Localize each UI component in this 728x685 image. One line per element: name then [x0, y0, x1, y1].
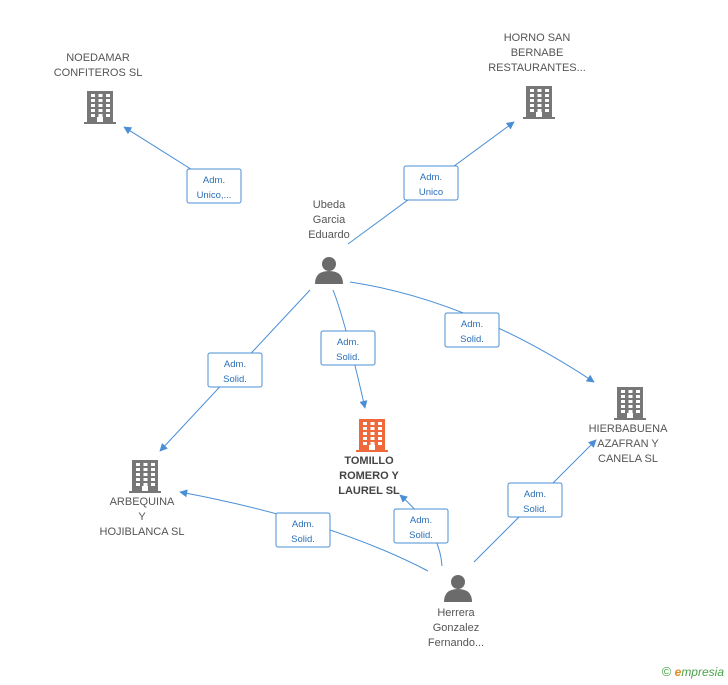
node-label: Fernando... [428, 637, 484, 649]
edge-label-text: Adm. [461, 319, 483, 330]
edge-label-text: Unico [419, 187, 443, 198]
edge-label-text: Solid. [336, 352, 360, 363]
person-icon [315, 257, 343, 284]
node-label: RESTAURANTES... [488, 62, 586, 74]
nodes-layer: NOEDAMAR CONFITEROS SL HORNO SAN BERNABE RES… [54, 32, 668, 649]
edge-label-text: Unico,... [197, 190, 232, 201]
node-label: Garcia [313, 214, 346, 226]
node-label: Eduardo [308, 229, 350, 241]
edge-label[interactable]: Adm. Solid. [275, 512, 331, 548]
node-herrera[interactable]: HerreraGonzalezFernando... [428, 575, 484, 649]
edge-label-text: Adm. [224, 359, 246, 370]
node-label: HORNO SAN [504, 32, 571, 44]
edge-label-text: Solid. [523, 504, 547, 515]
node-label: AZAFRAN Y [597, 438, 659, 450]
edge-label-text: Adm. [410, 515, 432, 526]
node-label: Ubeda [313, 199, 346, 211]
node-label: HOJIBLANCA SL [100, 526, 185, 538]
edge-label-box [186, 168, 242, 204]
node-label: ROMERO Y [339, 470, 399, 482]
edge-label-text: Solid. [460, 334, 484, 345]
node-arbequina[interactable]: ARBEQUINA Y HOJIBLANCA SL [100, 460, 185, 538]
building-icon [614, 387, 646, 420]
edge-label-text: Solid. [223, 374, 247, 385]
node-tomillo[interactable]: TOMILLO ROMERO Y LAUREL SL [338, 419, 400, 497]
edge-label-text: Adm. [420, 172, 442, 183]
edge-labels-layer: Adm.Unico,...Adm.UnicoAdm.Solid.Adm.Soli… [186, 165, 563, 548]
edge-label-text: Adm. [203, 175, 225, 186]
edge-label-text: Adm. [524, 489, 546, 500]
edge-label[interactable]: Adm. Solid. [320, 330, 376, 366]
edge-label[interactable]: Adm. Solid. [444, 312, 500, 348]
edge-label-box [444, 312, 500, 348]
edge-label-box [207, 352, 263, 388]
edge-label-box [275, 512, 331, 548]
building-icon [523, 86, 555, 119]
node-label: ARBEQUINA [110, 496, 175, 508]
brand-logo-text: mpresia [681, 665, 724, 679]
edge-label-text: Adm. [337, 337, 359, 348]
node-label: NOEDAMAR [66, 52, 130, 64]
node-label: CANELA SL [598, 453, 658, 465]
edge-label[interactable]: Adm. Solid. [207, 352, 263, 388]
edge-label-text: Adm. [292, 519, 314, 530]
node-label: LAUREL SL [338, 485, 400, 497]
edge-label[interactable]: Adm. Solid. [507, 482, 563, 518]
node-label: CONFITEROS SL [54, 67, 143, 79]
node-noedamar[interactable]: NOEDAMAR CONFITEROS SL [54, 52, 143, 124]
edge-label[interactable]: Adm. Solid. [393, 508, 449, 544]
node-label: Herrera [437, 607, 475, 619]
node-label: BERNABE [511, 47, 564, 59]
building-icon [129, 460, 161, 493]
edge-label-box [403, 165, 459, 201]
building-icon [356, 419, 388, 452]
edge-label-text: Solid. [291, 534, 315, 545]
node-label: Y [138, 511, 146, 523]
copyright-symbol: © [661, 664, 672, 679]
node-horno[interactable]: HORNO SAN BERNABE RESTAURANTES... [488, 32, 586, 119]
brand-logo-letter: e [674, 665, 682, 679]
edge-label[interactable]: Adm. Unico [403, 165, 459, 201]
person-icon [444, 575, 472, 602]
brand-footer[interactable]: © empresia [662, 664, 724, 679]
edge-label-box [507, 482, 563, 518]
edge-label-text: Solid. [409, 530, 433, 541]
edge-label-box [393, 508, 449, 544]
node-hierbabuena[interactable]: HIERBABUENA AZAFRAN Y CANELA SL [589, 387, 669, 465]
node-label: TOMILLO [344, 455, 394, 467]
building-icon [84, 91, 116, 124]
edge-label-box [320, 330, 376, 366]
node-label: Gonzalez [433, 622, 479, 634]
edge-label[interactable]: Adm. Unico,... [186, 168, 242, 204]
node-label: HIERBABUENA [589, 423, 669, 435]
